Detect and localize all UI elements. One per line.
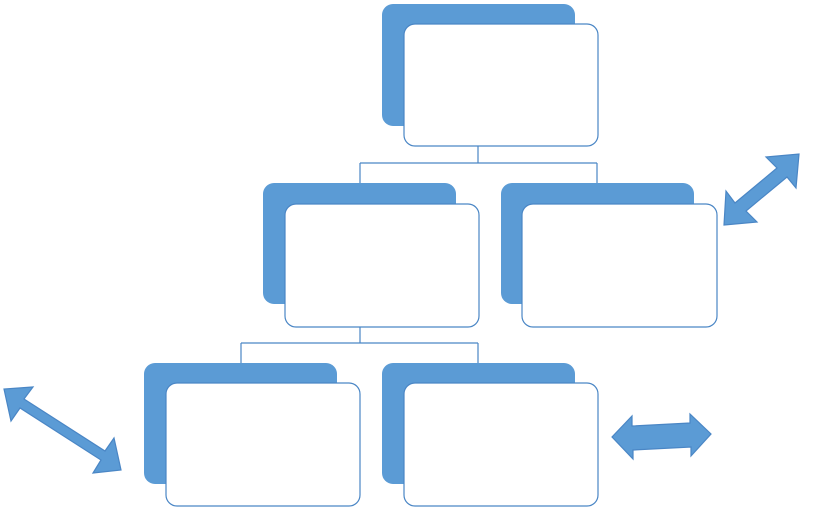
node-level2-right[interactable] <box>501 183 718 328</box>
node-root-box <box>403 23 599 147</box>
node-level2-right-box <box>521 203 718 328</box>
node-level3-left[interactable] <box>144 363 361 507</box>
node-level2-left[interactable] <box>263 183 480 328</box>
node-level3-right[interactable] <box>382 363 599 507</box>
double-arrow-icon <box>723 153 800 226</box>
node-root[interactable] <box>382 4 599 147</box>
connector-root-children <box>359 146 598 183</box>
node-level3-left-box <box>165 382 361 507</box>
double-arrow-icon <box>611 412 712 461</box>
node-level2-left-box <box>284 203 480 328</box>
double-arrow-icon <box>3 386 122 474</box>
connector-left-children <box>240 326 479 363</box>
node-level3-right-box <box>403 382 599 507</box>
